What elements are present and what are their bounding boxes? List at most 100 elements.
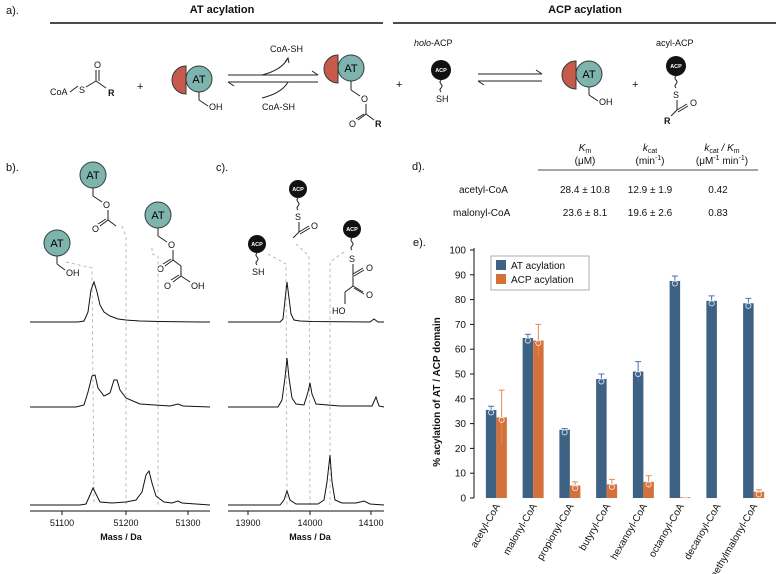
y-tick-label: 20 [455, 444, 467, 455]
replicate-point [598, 378, 605, 385]
row-km: 23.6 ± 8.1 [563, 208, 608, 219]
x-tick-label: decanoyl-CoA [683, 502, 724, 562]
o-atom-2: O [361, 94, 368, 104]
ho-label: HO [332, 306, 346, 316]
acetyl-acp-structure: ACP S O [289, 180, 318, 239]
trace-c2 [228, 357, 385, 408]
row-km: 28.4 ± 10.8 [560, 185, 610, 196]
o-atom: O [94, 60, 101, 70]
axis-label-b: Mass / Da [100, 532, 143, 542]
r-group-2: R [375, 119, 382, 129]
y-tick-label: 60 [455, 345, 467, 356]
y-tick-label: 80 [455, 295, 467, 306]
malonyl-at-structure: AT O O O OH [144, 201, 205, 291]
row-kcat: 12.9 ± 1.9 [628, 185, 673, 196]
panel-a-label: a). [6, 5, 19, 17]
panel-d: d). Km (μM) kcat (min-1) kcat / Km (μM-1… [412, 143, 758, 219]
guide-c2 [295, 243, 311, 506]
replicate-point [535, 339, 542, 347]
col-kcat-unit: (min-1) [635, 155, 664, 167]
legend-label: AT acylation [511, 261, 565, 272]
x-tick-label: acetyl-CoA [469, 502, 503, 550]
tick-label-c3: 14100 [358, 518, 383, 528]
col-ratio-header: kcat / Km [704, 143, 739, 155]
y-tick-label: 90 [455, 270, 467, 281]
acyl-at-enzyme: AT O O R [323, 54, 382, 129]
replicate-point [755, 491, 762, 498]
replicate-point [561, 429, 568, 436]
bar [533, 340, 544, 498]
s-atom: S [79, 85, 85, 95]
x-tick-label: octanoyl-CoA [647, 502, 687, 560]
oh-label-b1: OH [66, 268, 80, 278]
table-row: acetyl-CoA 28.4 ± 10.8 12.9 ± 1.9 0.42 [459, 185, 728, 196]
panel-c-label: c). [216, 162, 228, 174]
bar [743, 303, 754, 498]
replicate-point [745, 302, 752, 309]
panel-b-label: b). [6, 162, 19, 174]
panel-c: c). ACP SH ACP S O ACP S [216, 162, 385, 542]
table-row: malonyl-CoA 23.6 ± 8.1 19.6 ± 2.6 0.83 [453, 208, 728, 219]
at-enzyme-free: AT OH [171, 65, 223, 112]
axis-label-c: Mass / Da [289, 532, 332, 542]
at-equilibrium-arrows: CoA-SH CoA-SH [227, 44, 319, 112]
tick-label-b1: 51100 [50, 518, 74, 528]
bar [753, 491, 765, 498]
tick-label-b3: 51300 [175, 518, 200, 528]
at-enzyme-regenerated: AT OH [561, 60, 613, 107]
bar [596, 378, 607, 498]
x-tick-label: butyryl-CoA [578, 502, 614, 553]
acp-label-c2: ACP [292, 187, 304, 193]
replicate-point [635, 370, 642, 378]
row-ratio: 0.83 [708, 208, 728, 219]
coash-top: CoA-SH [270, 44, 303, 54]
panel-b: b). AT OH AT O O AT O [6, 161, 211, 542]
col-kcat-header: kcat [643, 143, 657, 155]
coash-bottom: CoA-SH [262, 102, 295, 112]
replicate-point [572, 485, 579, 492]
y-tick-label: 40 [455, 394, 467, 405]
bar [569, 485, 581, 498]
tick-label-b2: 51200 [113, 518, 138, 528]
legend-swatch [496, 274, 506, 284]
y-tick-label: 50 [455, 370, 467, 381]
y-tick-label: 0 [460, 494, 466, 505]
replicate-point [488, 409, 495, 416]
y-tick-label: 10 [455, 469, 467, 480]
r-group: R [108, 88, 115, 98]
y-tick-label: 70 [455, 320, 467, 331]
guide-b3 [151, 248, 159, 505]
bar [485, 409, 497, 498]
s-atom-c2: S [349, 254, 355, 264]
at-label-3: AT [582, 69, 596, 81]
row-name: malonyl-CoA [453, 208, 511, 219]
o-atom-c3: O [366, 290, 373, 300]
o-atom-b3: O [168, 240, 175, 250]
header-at-acylation: AT acylation [190, 4, 255, 16]
row-ratio: 0.42 [708, 185, 728, 196]
guide-b1 [65, 261, 95, 506]
replicate-point [645, 481, 652, 488]
y-axis-label: % acylation of AT / ACP domain [432, 317, 443, 466]
bar [632, 371, 644, 498]
guide-c3 [329, 251, 345, 505]
plus-2: + [396, 79, 402, 91]
y-tick-label: 30 [455, 419, 467, 430]
col-km-unit: (μM) [575, 156, 596, 167]
acp-label-2: ACP [670, 64, 682, 70]
o-atom-3: O [349, 119, 356, 129]
acetyl-at-structure: AT O O [79, 161, 117, 234]
o-atom-c1: O [311, 221, 318, 231]
legend-label: ACP acylation [511, 275, 574, 286]
legend-swatch [496, 260, 506, 270]
trace-c3 [228, 454, 385, 506]
acyl-coa-structure: CoA S O R [50, 60, 115, 98]
s-atom-c1: S [295, 212, 301, 222]
acyl-acp-label: acyl-ACP [656, 38, 694, 48]
x-tick-label: propionyl-CoA [535, 502, 576, 563]
bar [606, 484, 618, 498]
col-ratio-unit: (μM-1 min-1) [696, 155, 748, 167]
malonyl-acp-structure: ACP S O O HO [332, 220, 373, 316]
